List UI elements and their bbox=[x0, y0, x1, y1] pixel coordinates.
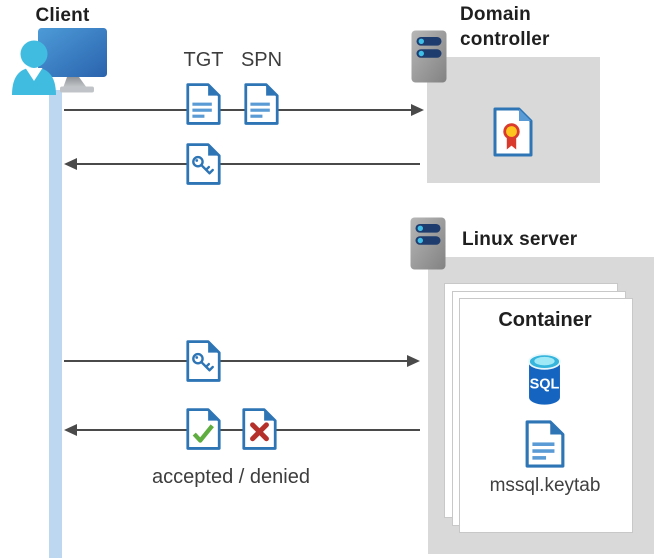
client-computer-user-icon bbox=[12, 28, 107, 95]
client-lifeline bbox=[49, 90, 62, 558]
domain-controller-label-line2: controller bbox=[460, 29, 550, 50]
client-label: Client bbox=[35, 5, 90, 26]
accepted-check-document-icon bbox=[185, 406, 222, 452]
arrowhead-left-from-dc bbox=[64, 158, 77, 170]
denied-x-document-icon bbox=[241, 406, 278, 452]
sql-database-icon: SQL bbox=[528, 353, 561, 405]
arrowhead-left-from-linux bbox=[64, 424, 77, 436]
certificate-document-icon bbox=[492, 106, 534, 158]
response-arrow-line-from-dc bbox=[77, 163, 420, 165]
arrowhead-right-linux bbox=[407, 355, 420, 367]
request-arrow-line-to-dc bbox=[64, 109, 413, 111]
linux-server-label: Linux server bbox=[462, 229, 578, 250]
tgt-document-icon bbox=[185, 81, 222, 127]
spn-document-icon bbox=[243, 81, 280, 127]
arrowhead-right-dc bbox=[411, 104, 424, 116]
domain-controller-label-line1: Domain bbox=[460, 4, 531, 25]
accepted-denied-label: accepted / denied bbox=[152, 466, 310, 488]
linux-server-icon bbox=[410, 217, 446, 270]
keytab-document-icon bbox=[524, 418, 566, 470]
spn-label: SPN bbox=[240, 49, 283, 71]
keytab-label: mssql.keytab bbox=[489, 475, 601, 496]
container-card-front bbox=[459, 298, 633, 533]
container-label: Container bbox=[498, 309, 592, 331]
ticket-key-document-icon bbox=[185, 141, 222, 187]
request-arrow-line-to-linux bbox=[64, 360, 409, 362]
tgt-label: TGT bbox=[183, 49, 224, 71]
domain-controller-label: Domain controller bbox=[460, 2, 550, 52]
domain-controller-server-icon bbox=[411, 30, 447, 83]
sql-text: SQL bbox=[530, 377, 560, 393]
key-document-icon bbox=[185, 338, 222, 384]
